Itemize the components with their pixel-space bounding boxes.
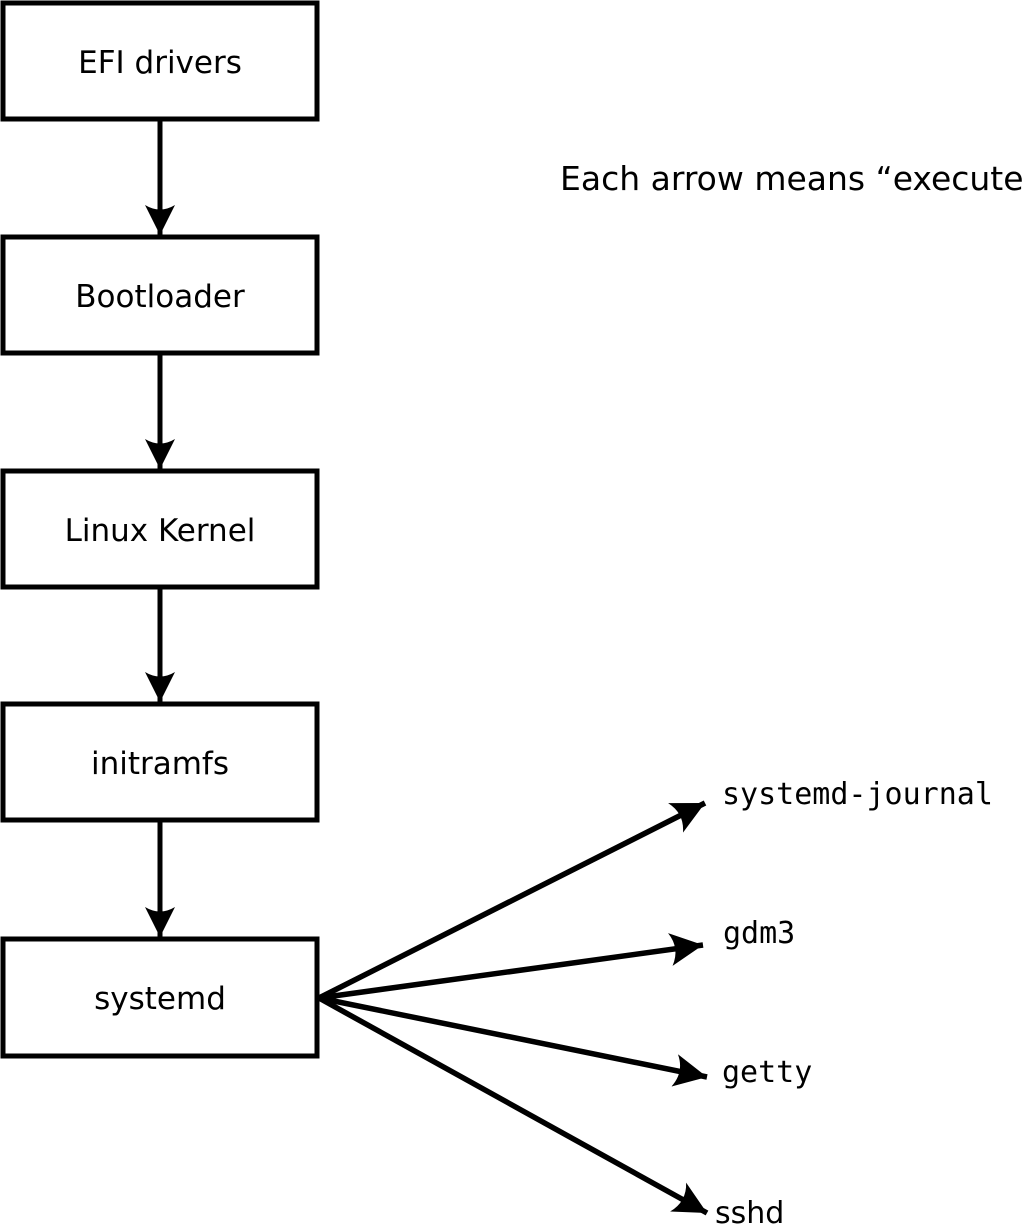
flow-box-systemd-label: systemd — [94, 981, 226, 1017]
flow-box-initramfs-label: initramfs — [91, 746, 229, 782]
flow-box-linux-kernel-label: Linux Kernel — [65, 513, 256, 549]
arrow-systemd-to-sshd — [317, 995, 709, 1216]
arrow-systemd-to-gdm3 — [318, 933, 704, 1001]
arrow-systemd-to-getty — [318, 995, 708, 1087]
caption: Each arrow means “executes”. — [560, 159, 1023, 198]
flow-box-initramfs-rect — [0, 701, 320, 823]
flow-box-linux-kernel: Linux Kernel — [0, 468, 320, 590]
flow-box-initramfs: initramfs — [0, 701, 320, 823]
flow-box-efi-drivers-rect — [0, 0, 320, 122]
flow-box-linux-kernel-rect — [0, 468, 320, 590]
flow-box-bootloader-rect — [0, 234, 320, 356]
flow-box-systemd-rect — [0, 936, 320, 1059]
flow-box-bootloader: Bootloader — [0, 234, 320, 356]
target-label-gdm3: gdm3 — [723, 916, 795, 951]
target-label-sshd: sshd — [715, 1196, 784, 1230]
target-label-getty: getty — [722, 1055, 812, 1090]
flow-box-efi-drivers-label: EFI drivers — [78, 45, 242, 81]
flow-box-efi-drivers: EFI drivers — [0, 0, 320, 122]
flow-box-bootloader-label: Bootloader — [75, 279, 245, 315]
arrow-systemd-to-systemd-journal — [317, 800, 707, 1001]
target-label-systemd-journal: systemd-journal — [722, 777, 993, 812]
flow-box-systemd: systemd — [0, 936, 320, 1059]
